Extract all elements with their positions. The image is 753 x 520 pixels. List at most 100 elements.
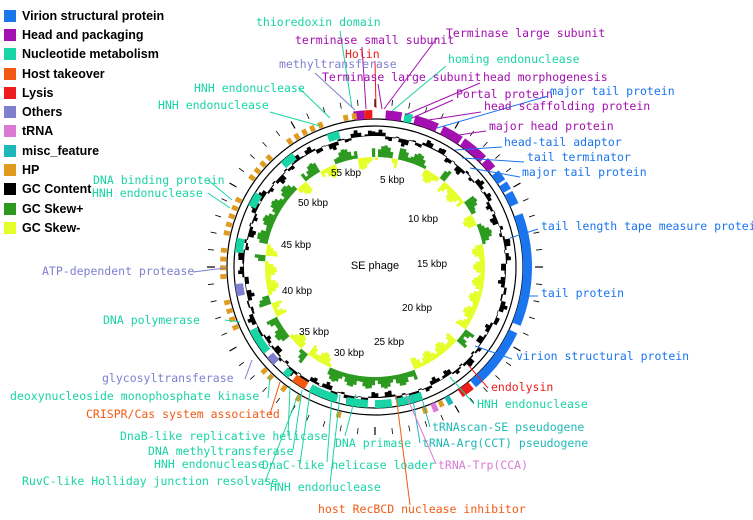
gc-skew-segment — [306, 170, 313, 179]
gc-skew-segment — [462, 331, 470, 339]
legend-label: Others — [22, 105, 63, 120]
annotation-leader-line — [298, 87, 331, 119]
hypothetical-protein-arc — [220, 274, 227, 280]
gc-content-segment — [465, 170, 470, 175]
legend-label: tRNA — [22, 124, 54, 139]
gc-content-segment — [344, 138, 349, 143]
gc-skew-segment — [481, 240, 486, 245]
annotation-label: DnaC-like helicase loader — [262, 458, 435, 472]
annotation-leader-line — [269, 111, 321, 127]
gc-skew-segment — [272, 303, 280, 310]
annotation-label: endolysin — [491, 380, 553, 394]
gc-skew-segment — [473, 264, 486, 268]
gc-content-segment — [251, 309, 255, 314]
tick-mark — [408, 425, 411, 432]
tick-mark — [262, 141, 267, 147]
gc-skew-segment — [297, 337, 307, 347]
gc-content-segment — [246, 300, 250, 305]
gc-skew-segment — [303, 181, 314, 192]
tick-mark — [322, 420, 326, 427]
gc-skew-segment — [416, 358, 423, 368]
tick-mark — [391, 99, 393, 106]
gc-skew-segment — [480, 272, 485, 276]
gene-arc — [395, 391, 424, 407]
gc-content-segment — [283, 168, 288, 172]
legend-label: Virion structural protein — [22, 8, 165, 23]
gc-content-segment — [252, 216, 259, 222]
gc-skew-segment — [254, 254, 266, 259]
gc-skew-segment — [478, 289, 483, 293]
gc-content-segment — [469, 354, 474, 359]
gc-content-segment — [350, 133, 355, 139]
gc-content-segment — [503, 287, 507, 292]
gc-content-segment — [457, 366, 462, 371]
annotation-label: methyltransferase — [279, 57, 397, 71]
gc-content-segment — [371, 131, 376, 137]
hypothetical-protein-arc — [231, 324, 240, 331]
gc-skew-segment — [312, 353, 319, 360]
tick-mark — [528, 316, 535, 320]
gc-skew-segment — [468, 206, 476, 213]
hypothetical-protein-arc — [253, 166, 262, 175]
legend-swatch — [4, 183, 16, 196]
gc-skew-segment — [327, 166, 336, 179]
annotation-label: DNA methyltransferase — [148, 444, 293, 458]
gc-content-segment — [486, 196, 492, 202]
gc-skew-segment — [380, 376, 385, 388]
annotation-label: deoxynucleoside monophosphate kinase — [10, 389, 259, 403]
gc-skew-segment — [426, 350, 435, 361]
gc-skew-segment — [473, 267, 485, 271]
gc-skew-segment — [327, 367, 333, 376]
gc-skew-segment — [270, 200, 283, 210]
hypothetical-protein-arc — [220, 256, 227, 262]
gc-content-segment — [374, 393, 379, 398]
tick-mark — [505, 361, 512, 367]
kbp-tick-label: 15 kbp — [417, 259, 447, 270]
annotation-leader-line — [244, 359, 253, 380]
gc-skew-segment — [463, 329, 475, 339]
gc-content-segment — [287, 167, 292, 172]
gc-content-segment — [242, 259, 245, 264]
gc-skew-segment — [297, 187, 304, 194]
tick-mark — [536, 249, 543, 251]
gc-skew-segment — [411, 153, 419, 165]
gc-content-segment — [460, 169, 466, 175]
gc-skew-segment — [289, 333, 295, 339]
legend-item: Virion structural protein — [4, 6, 164, 25]
annotation-leader-line — [377, 83, 383, 110]
legend-label: Lysis — [22, 85, 54, 100]
gc-content-segment — [499, 304, 508, 311]
annotation-label: DnaB-like replicative helicase — [120, 429, 328, 443]
tick-mark — [522, 332, 529, 336]
tick-mark — [306, 113, 310, 120]
annotation-leader-line — [391, 65, 447, 112]
hypothetical-protein-arc — [301, 128, 309, 137]
gc-content-segment — [309, 376, 315, 383]
gc-content-segment — [447, 159, 453, 164]
hypothetical-protein-arc — [437, 400, 445, 408]
gc-content-segment — [243, 263, 245, 267]
gc-content-segment — [478, 185, 484, 191]
gene-arc — [430, 402, 439, 413]
gc-skew-segment — [394, 374, 400, 384]
gene-arc — [248, 192, 263, 209]
gc-skew-segment — [431, 174, 438, 182]
gc-content-segment — [282, 171, 286, 176]
tick-mark — [229, 346, 237, 352]
kbp-tick-label: 20 kbp — [402, 303, 432, 314]
tick-mark — [238, 167, 245, 173]
tick-mark — [391, 428, 393, 435]
annotation-label: major tail protein — [550, 84, 675, 98]
legend-item: Head and packaging — [4, 25, 164, 44]
tick-mark — [357, 428, 359, 435]
gc-content-segment — [367, 396, 372, 398]
gc-skew-segment — [470, 209, 477, 215]
gc-skew-segment — [380, 146, 385, 158]
gc-skew-segment — [267, 287, 277, 293]
tick-mark — [513, 182, 521, 188]
annotation-label: HNH endonuclease — [92, 186, 203, 200]
gc-skew-segment — [320, 170, 326, 178]
